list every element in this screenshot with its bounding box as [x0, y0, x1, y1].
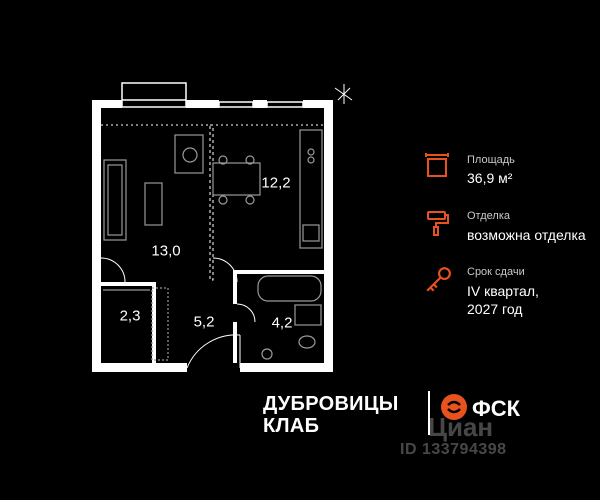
key-icon: [426, 267, 451, 292]
project-name-line2: КЛАБ: [263, 415, 320, 437]
brand-divider: [428, 391, 430, 435]
room-kitchen-area: 12,2: [261, 174, 291, 192]
area-value: 36,9 м²: [467, 170, 513, 186]
room-bath-area: 4,2: [271, 314, 293, 332]
watermark-brand: Циан: [428, 412, 494, 442]
project-name-line1: ДУБРОВИЦЫ: [263, 393, 399, 415]
room-hall-area: 5,2: [193, 313, 215, 331]
watermark-id: ID 133794398: [400, 441, 507, 458]
project-name: ДУБРОВИЦЫ КЛАБ: [263, 393, 399, 437]
room-living-area: 13,0: [151, 242, 181, 260]
paint-roller-icon: [427, 211, 449, 236]
inner-walls: [101, 124, 324, 363]
floorplan-icon: [425, 153, 449, 177]
finish-label: Отделка: [467, 210, 510, 222]
outer-walls: [92, 100, 333, 372]
developer-logo-text: ФСК: [472, 396, 521, 421]
door-swings: [100, 257, 256, 369]
windows: [101, 82, 324, 126]
deadline-value-line2: 2027 год: [467, 301, 523, 317]
area-label: Площадь: [467, 154, 515, 166]
deadline-label: Срок сдачи: [467, 266, 525, 278]
developer-logo-icon: [441, 394, 467, 420]
deadline-value-line1: IV квартал,: [467, 283, 539, 299]
furniture: [103, 129, 323, 361]
finish-value: возможна отделка: [467, 227, 586, 243]
room-storage-area: 2,3: [119, 307, 141, 325]
compass-icon: [334, 84, 353, 104]
